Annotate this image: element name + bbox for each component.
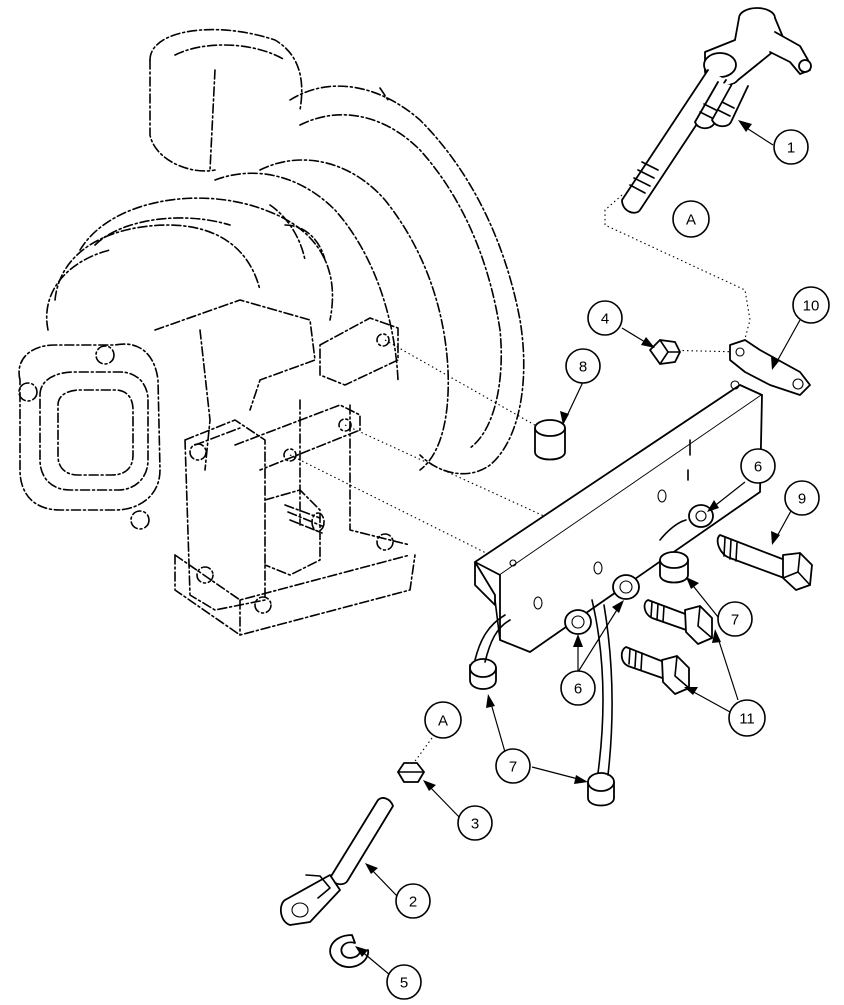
callout-7-right: 7 <box>717 601 753 637</box>
callout-9: 9 <box>784 480 820 516</box>
callout-6-lower: 6 <box>560 670 596 706</box>
rod-end-part-2 <box>279 797 394 926</box>
callout-8: 8 <box>565 348 601 384</box>
bolt-part-9 <box>716 534 813 591</box>
callout-11: 11 <box>728 699 766 737</box>
actuator-part <box>621 7 812 214</box>
nut-part-4 <box>649 339 681 365</box>
svg-text:A: A <box>686 212 696 229</box>
svg-text:9: 9 <box>798 491 806 508</box>
bolt-parts-11 <box>620 599 713 695</box>
callout-2: 2 <box>395 883 431 919</box>
callout-6-upper: 6 <box>740 448 776 484</box>
leader-lines <box>355 120 801 976</box>
callout-10: 10 <box>792 286 830 324</box>
svg-text:10: 10 <box>803 298 820 315</box>
svg-text:3: 3 <box>471 816 479 833</box>
svg-text:7: 7 <box>509 759 517 776</box>
spacer-part-8 <box>534 419 566 461</box>
turbocharger-phantom <box>18 28 525 636</box>
svg-text:2: 2 <box>409 894 417 911</box>
callout-4: 4 <box>587 300 623 336</box>
callout-a-upper: A <box>672 200 710 238</box>
svg-text:5: 5 <box>400 975 408 992</box>
callout-5: 5 <box>386 964 422 1000</box>
bracket-part <box>474 339 811 653</box>
callout-a-lower: A <box>424 701 462 739</box>
svg-text:8: 8 <box>579 359 587 376</box>
svg-text:6: 6 <box>574 681 582 698</box>
svg-text:6: 6 <box>754 459 762 476</box>
callout-3: 3 <box>457 805 493 841</box>
nut-part-3 <box>397 762 425 783</box>
svg-text:7: 7 <box>731 612 739 629</box>
svg-text:11: 11 <box>739 711 755 728</box>
svg-text:A: A <box>438 713 448 730</box>
callout-1: 1 <box>773 129 809 165</box>
washer-parts-6 <box>564 504 714 635</box>
svg-text:4: 4 <box>601 311 609 328</box>
callout-7-left: 7 <box>495 748 531 784</box>
spacer-parts-7 <box>469 519 689 807</box>
svg-text:1: 1 <box>787 140 795 157</box>
